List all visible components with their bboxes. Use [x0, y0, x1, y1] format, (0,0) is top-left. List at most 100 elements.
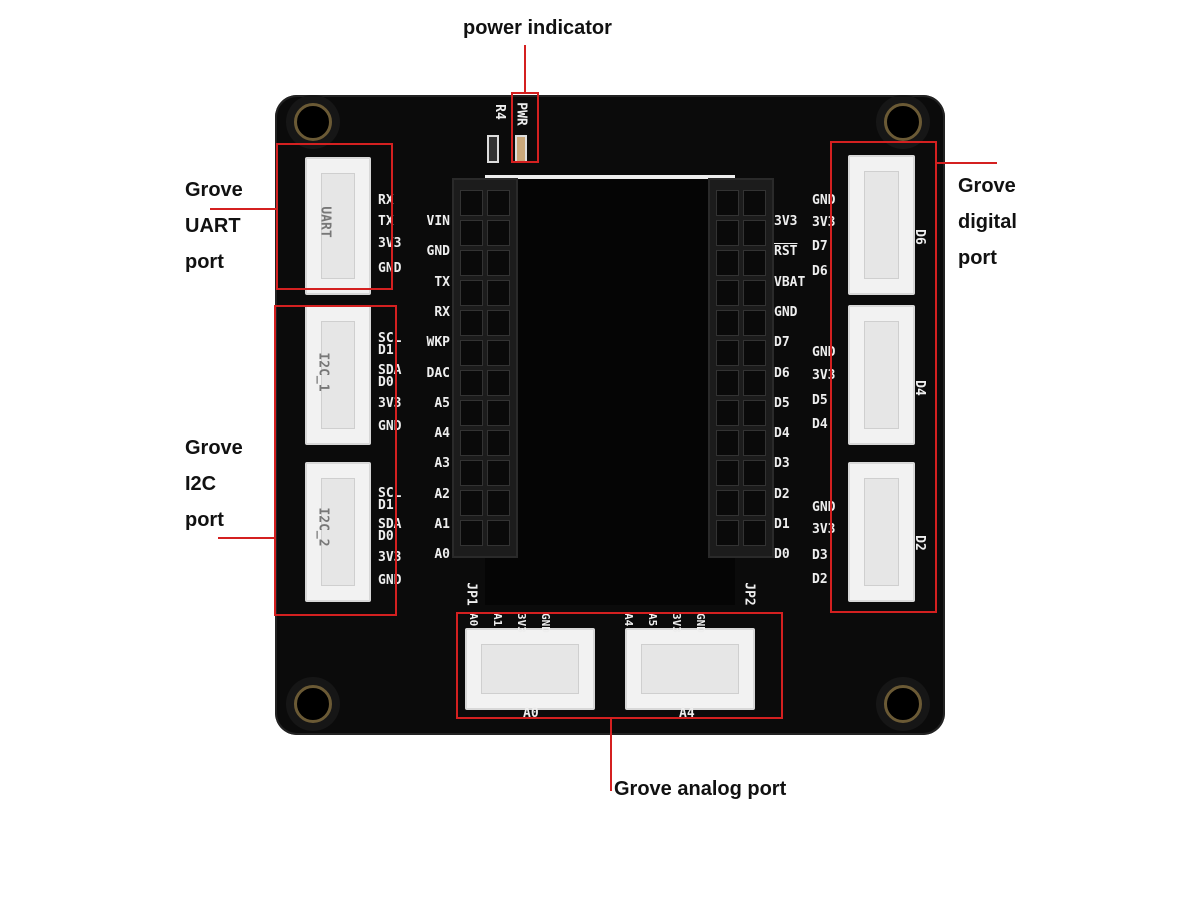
- i2c-1-connector[interactable]: [305, 305, 371, 445]
- header-socket: [460, 190, 483, 216]
- left-header-pin-label: TX: [434, 274, 450, 290]
- label-line: Grove: [185, 179, 243, 201]
- analog-port-label: Grove analog port: [614, 778, 787, 800]
- digital-callout-line: [937, 162, 997, 164]
- header-socket: [487, 340, 510, 366]
- i2c_1-pin-label: D0: [378, 375, 394, 390]
- mounting-hole: [884, 103, 922, 141]
- digital-highlight: [830, 141, 937, 613]
- header-socket: [487, 190, 510, 216]
- label-line: I2C: [185, 473, 217, 495]
- header-socket: [743, 250, 766, 276]
- label-line: port: [185, 251, 224, 273]
- mounting-hole: [294, 103, 332, 141]
- label-line: Grove: [185, 437, 243, 459]
- header-socket: [460, 430, 483, 456]
- header-socket: [716, 460, 739, 486]
- d4-pin-label: D4: [812, 417, 828, 432]
- header-socket: [487, 370, 510, 396]
- header-socket: [716, 400, 739, 426]
- left-header-pin-label: A3: [434, 456, 450, 472]
- header-socket: [460, 370, 483, 396]
- label-line: Grove: [958, 175, 1016, 197]
- header-socket: [487, 430, 510, 456]
- uart-pin-label: RX: [378, 193, 394, 208]
- header-socket: [460, 220, 483, 246]
- right-header-pin-label: D5: [774, 395, 790, 411]
- left-header-pin-label: VIN: [426, 214, 450, 229]
- header-socket: [743, 220, 766, 246]
- right-header-pin-label: D4: [774, 426, 790, 442]
- header-socket: [487, 280, 510, 306]
- header-socket: [716, 490, 739, 516]
- pcb-board: R4 PWR JP1 JP2 UART I2C_1 I2C_2 D6 D4 D2…: [275, 95, 945, 735]
- d6-pin-label: 3V3: [812, 215, 836, 230]
- right-header-pin-label: D0: [774, 547, 790, 563]
- uart-highlight: [276, 143, 393, 290]
- mounting-hole: [294, 685, 332, 723]
- d2-pin-label: D2: [812, 572, 828, 587]
- i2c-callout-line: [218, 537, 274, 539]
- header-socket: [743, 460, 766, 486]
- i2c-2-connector[interactable]: [305, 462, 371, 602]
- header-socket: [487, 400, 510, 426]
- d2-pin-label: GND: [812, 500, 836, 515]
- analog-callout-line: [610, 719, 612, 791]
- left-header-pin-label: RX: [434, 304, 450, 320]
- d4-name: D4: [911, 380, 927, 396]
- analog-highlight: [456, 612, 783, 719]
- header-socket: [743, 430, 766, 456]
- d4-connector[interactable]: [848, 305, 915, 445]
- header-socket: [487, 310, 510, 336]
- d6-connector[interactable]: [848, 155, 915, 295]
- header-socket: [460, 280, 483, 306]
- header-socket: [743, 340, 766, 366]
- header-socket: [716, 280, 739, 306]
- i2c-port-label: Grove I2C port: [185, 430, 243, 538]
- i2c_2-pin-label: D1: [378, 498, 394, 513]
- header-socket: [487, 520, 510, 546]
- jp1-label: JP1: [463, 582, 479, 606]
- header-socket: [460, 490, 483, 516]
- header-socket: [460, 340, 483, 366]
- uart-port-label: Grove UART port: [185, 172, 243, 280]
- header-socket: [460, 310, 483, 336]
- i2c-2-name: I2C_2: [315, 507, 331, 547]
- i2c-1-name: I2C_1: [315, 352, 331, 392]
- header-socket: [743, 310, 766, 336]
- d6-pin-label: D6: [812, 264, 828, 279]
- label-line: digital: [958, 211, 1017, 233]
- header-socket: [743, 520, 766, 546]
- header-socket: [460, 250, 483, 276]
- label-line: port: [185, 509, 224, 531]
- header-socket: [743, 370, 766, 396]
- left-header-pin-label: A1: [434, 517, 450, 532]
- left-header-pin-label: A2: [434, 486, 450, 502]
- header-socket: [743, 490, 766, 516]
- uart-name: UART: [317, 206, 333, 238]
- a0-connector[interactable]: [465, 628, 595, 710]
- header-socket: [487, 220, 510, 246]
- header-socket: [743, 400, 766, 426]
- uart-connector[interactable]: [305, 157, 371, 295]
- header-socket: [716, 370, 739, 396]
- right-header-pin-label: D2: [774, 486, 790, 502]
- uart-callout-line: [210, 208, 276, 210]
- left-header-pin-label: A5: [434, 395, 450, 411]
- header-socket: [460, 460, 483, 486]
- d4-pin-label: GND: [812, 345, 836, 360]
- left-header-pin-label: A4: [434, 426, 450, 442]
- d2-connector[interactable]: [848, 462, 915, 602]
- right-pin-header: [708, 178, 774, 558]
- right-header-pin-label: D6: [774, 365, 790, 381]
- label-line: UART: [185, 215, 241, 237]
- right-header-pin-label: D7: [774, 335, 790, 351]
- r4-label: R4: [491, 104, 507, 120]
- right-header-pin-label: VBAT: [774, 274, 806, 290]
- left-header-pin-label: GND: [426, 244, 450, 260]
- digital-port-label: Grove digital port: [958, 168, 1017, 276]
- left-header-pin-label: DAC: [426, 365, 450, 381]
- power-callout-line: [524, 45, 526, 92]
- power-highlight: [511, 92, 539, 163]
- a4-connector[interactable]: [625, 628, 755, 710]
